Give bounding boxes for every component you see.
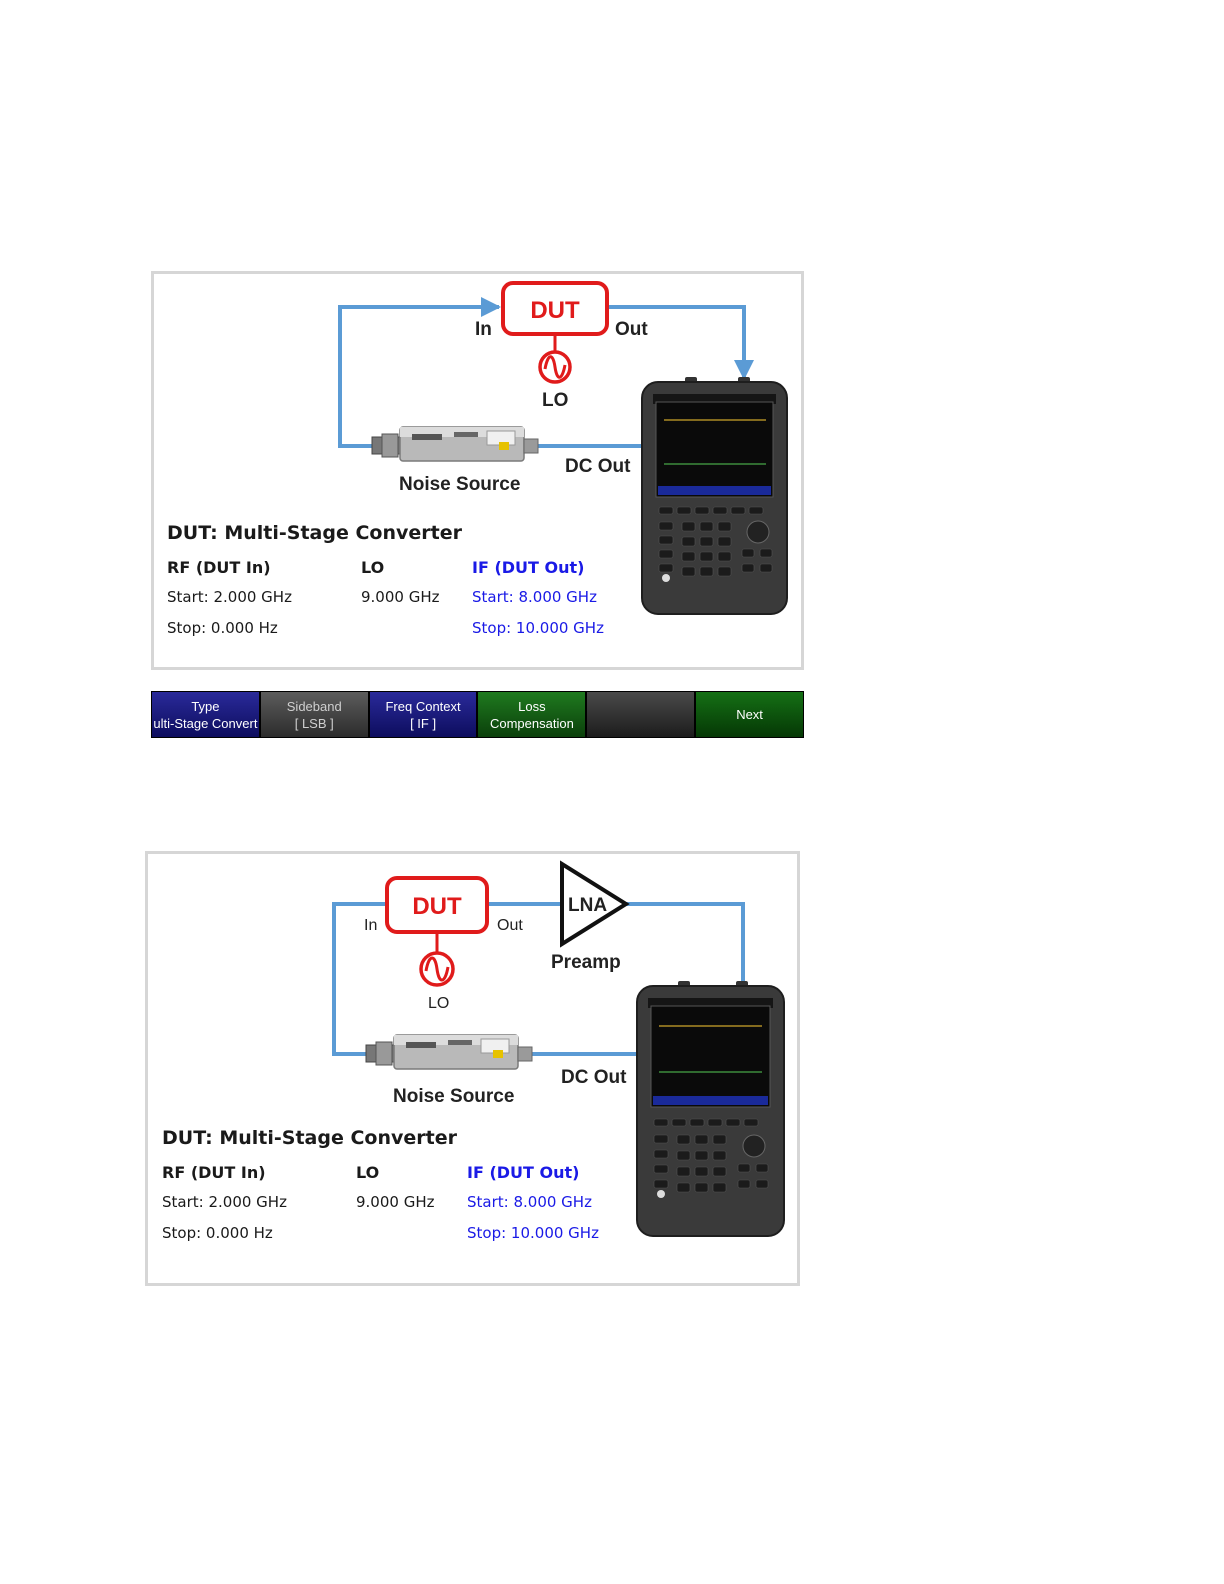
lo-header: LO bbox=[356, 1163, 380, 1182]
rf-stop: Stop: 0.000 Hz bbox=[167, 619, 278, 637]
softkey-next[interactable]: Next bbox=[696, 692, 803, 737]
diagram-panel-2: DUT In Out LO LNA Preamp Noise Source bbox=[145, 851, 800, 1286]
if-header: IF (DUT Out) bbox=[472, 558, 585, 577]
lna-label: LNA bbox=[568, 895, 607, 916]
rf-stop: Stop: 0.000 Hz bbox=[162, 1224, 273, 1242]
noise-source-label: Noise Source bbox=[393, 1086, 514, 1107]
softkey-sideband-value: [ LSB ] bbox=[294, 715, 334, 731]
rf-start: Start: 2.000 GHz bbox=[162, 1193, 287, 1211]
rf-start: Start: 2.000 GHz bbox=[167, 588, 292, 606]
lo-label: LO bbox=[542, 390, 568, 411]
converter-info-1: DUT: Multi-Stage Converter RF (DUT In) L… bbox=[154, 274, 801, 667]
dc-out-label: DC Out bbox=[565, 456, 631, 477]
softkey-type[interactable]: Type ulti-Stage Convert bbox=[152, 692, 261, 737]
if-start: Start: 8.000 GHz bbox=[467, 1193, 592, 1211]
lo-header: LO bbox=[361, 558, 385, 577]
if-header: IF (DUT Out) bbox=[467, 1163, 580, 1182]
dut-out-label: Out bbox=[615, 319, 648, 340]
handheld-analyzer-icon bbox=[636, 981, 785, 1237]
softkey-next-label: Next bbox=[736, 707, 763, 722]
softkey-freq-context[interactable]: Freq Context [ IF ] bbox=[369, 692, 479, 737]
dc-out-label: DC Out bbox=[561, 1067, 627, 1088]
softkey-loss-label: Loss bbox=[518, 698, 546, 714]
connection-diagram-1: DUT In Out LO Noise Source DC Out bbox=[338, 281, 788, 615]
lo-value: 9.000 GHz bbox=[356, 1193, 435, 1211]
dut-in-label: In bbox=[475, 319, 492, 340]
connection-diagram-2: DUT In Out LO LNA Preamp Noise Source bbox=[332, 860, 785, 1237]
dut-title: DUT: Multi-Stage Converter bbox=[167, 522, 462, 544]
softkey-freq-context-value: [ IF ] bbox=[410, 715, 437, 731]
dut-out-label: Out bbox=[497, 917, 523, 934]
diagram-panel-1: DUT In Out LO Noise Source DC Out bbox=[151, 271, 804, 670]
softkey-type-label: Type bbox=[191, 698, 220, 714]
lo-value: 9.000 GHz bbox=[361, 588, 440, 606]
softkey-sideband-label: Sideband bbox=[286, 698, 342, 714]
if-stop: Stop: 10.000 GHz bbox=[467, 1224, 599, 1242]
preamp-label: Preamp bbox=[551, 952, 621, 973]
dut-label: DUT bbox=[530, 297, 580, 324]
if-start: Start: 8.000 GHz bbox=[472, 588, 597, 606]
if-stop: Stop: 10.000 GHz bbox=[472, 619, 604, 637]
lo-oscillator-icon bbox=[419, 951, 455, 987]
dut-box: DUT bbox=[385, 876, 489, 934]
softkey-sideband[interactable]: Sideband [ LSB ] bbox=[260, 692, 370, 737]
rf-header: RF (DUT In) bbox=[162, 1163, 266, 1182]
softkey-loss-compensation[interactable]: Loss Compensation bbox=[478, 692, 588, 737]
dut-label: DUT bbox=[412, 893, 462, 920]
softkey-compensation-label: Compensation bbox=[489, 715, 574, 731]
handheld-analyzer-icon bbox=[641, 377, 788, 615]
wire-lna-to-analyzer bbox=[624, 902, 745, 982]
lo-oscillator-icon bbox=[538, 350, 572, 384]
noise-source-label: Noise Source bbox=[399, 474, 520, 495]
dut-box: DUT bbox=[501, 281, 609, 336]
wire-noise-to-dut-in bbox=[338, 297, 501, 448]
noise-source-device-icon bbox=[365, 1034, 533, 1070]
dut-title: DUT: Multi-Stage Converter bbox=[162, 1127, 457, 1149]
wire-dut-out-to-analyzer bbox=[607, 305, 754, 380]
softkey-type-value: ulti-Stage Convert bbox=[153, 715, 258, 731]
softkey-freq-context-label: Freq Context bbox=[385, 698, 461, 714]
noise-source-device-icon bbox=[371, 426, 539, 462]
converter-info-2: DUT: Multi-Stage Converter RF (DUT In) L… bbox=[148, 854, 797, 1283]
softkey-bar: Type ulti-Stage Convert Sideband [ LSB ]… bbox=[151, 691, 804, 738]
dut-in-label: In bbox=[364, 917, 377, 934]
wire-noise-to-dut-in bbox=[332, 902, 393, 1056]
lo-label: LO bbox=[428, 995, 449, 1012]
lna-amplifier-icon: LNA bbox=[560, 860, 630, 948]
rf-header: RF (DUT In) bbox=[167, 558, 271, 577]
softkey-blank[interactable] bbox=[587, 692, 697, 737]
